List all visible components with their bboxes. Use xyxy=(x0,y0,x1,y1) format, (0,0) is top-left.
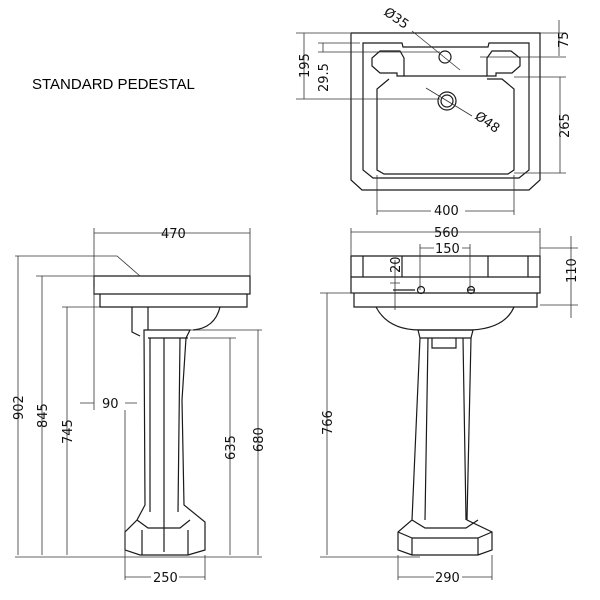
dim-20: 20 xyxy=(389,256,404,273)
dim-845: 845 xyxy=(36,403,51,428)
dim-560: 560 xyxy=(434,226,459,241)
dim-75: 75 xyxy=(557,31,572,48)
dim-902: 902 xyxy=(12,395,27,420)
dim-265: 265 xyxy=(558,113,573,138)
side-view: 470 902 845 745 90 635 680 250 xyxy=(12,227,267,586)
dim-195: 195 xyxy=(298,53,313,78)
waste-hole-label: Ø48 xyxy=(472,109,503,137)
dim-400: 400 xyxy=(434,204,459,219)
tap-hole-label: Ø35 xyxy=(381,5,412,33)
dim-150: 150 xyxy=(435,242,460,257)
dim-635: 635 xyxy=(224,435,239,460)
dim-110: 110 xyxy=(565,258,580,283)
front-view: 560 150 20 110 766 290 xyxy=(320,226,580,586)
dim-90: 90 xyxy=(102,397,119,412)
dim-745: 745 xyxy=(61,419,76,444)
dim-29-5: 29.5 xyxy=(317,63,332,92)
dim-470: 470 xyxy=(161,227,186,242)
top-view: Ø35 Ø48 195 29.5 75 265 400 xyxy=(296,5,573,219)
dim-290: 290 xyxy=(435,571,460,586)
drawing-title: STANDARD PEDESTAL xyxy=(32,76,195,93)
dim-250: 250 xyxy=(153,571,178,586)
dim-766: 766 xyxy=(321,410,336,435)
dim-680: 680 xyxy=(252,427,267,452)
